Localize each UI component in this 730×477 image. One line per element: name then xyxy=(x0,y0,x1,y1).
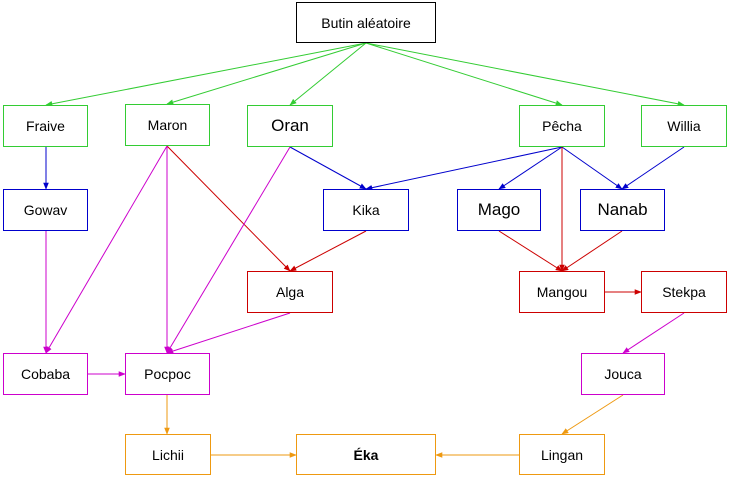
node-label: Oran xyxy=(271,116,309,135)
edge-willia-to-nanab xyxy=(621,146,685,190)
node-oran: Oran xyxy=(247,105,333,147)
node-label: Cobaba xyxy=(20,366,71,382)
node-label: Kika xyxy=(352,202,380,218)
node-stekpa: Stekpa xyxy=(641,271,727,313)
node-label: Willia xyxy=(667,118,701,134)
node-label: Éka xyxy=(353,446,379,463)
edge-jouca-to-lingan xyxy=(561,394,624,435)
node-mago: Mago xyxy=(457,189,541,231)
node-label: Jouca xyxy=(604,366,642,382)
node-label: Mangou xyxy=(536,284,588,300)
edge-butin-to-fraive xyxy=(45,42,367,107)
edge-nanab-to-mangou xyxy=(561,230,623,272)
node-label: Alga xyxy=(275,284,305,300)
node-label: Stekpa xyxy=(662,284,706,300)
edge-oran-to-pocpoc xyxy=(166,146,291,354)
node-gowav: Gowav xyxy=(3,189,88,231)
node-nanab: Nanab xyxy=(580,189,665,231)
node-pocpoc: Pocpoc xyxy=(125,353,210,395)
edge-butin-to-oran xyxy=(289,42,367,106)
node-kika: Kika xyxy=(323,189,409,231)
edge-pecha-to-mago xyxy=(498,146,563,190)
edge-butin-to-willia xyxy=(365,42,685,107)
edge-stekpa-to-jouca xyxy=(622,312,685,354)
node-label: Nanab xyxy=(597,200,648,219)
edge-pecha-to-kika xyxy=(365,146,563,191)
edge-pecha-to-nanab xyxy=(561,146,623,190)
node-cobaba: Cobaba xyxy=(3,353,88,395)
node-label: Lichii xyxy=(152,446,184,463)
node-jouca: Jouca xyxy=(581,353,665,395)
node-maron: Maron xyxy=(125,104,210,146)
node-fraive: Fraive xyxy=(3,105,88,147)
node-butin-aleatoire: Butin aléatoire xyxy=(296,2,436,43)
edge-kika-to-alga xyxy=(289,230,367,272)
node-willia: Willia xyxy=(641,105,727,147)
edge-butin-to-maron xyxy=(166,42,367,105)
node-lingan: Lingan xyxy=(519,434,605,475)
node-pecha: Pêcha xyxy=(519,105,605,147)
edge-mago-to-mangou xyxy=(498,230,563,272)
edge-maron-to-alga xyxy=(166,145,291,272)
node-mangou: Mangou xyxy=(519,271,605,313)
node-lichii: Lichii xyxy=(125,434,211,475)
node-alga: Alga xyxy=(247,271,333,313)
node-label: Fraive xyxy=(26,118,65,134)
edge-oran-to-kika xyxy=(289,146,367,190)
node-label: Pêcha xyxy=(542,118,582,134)
node-label: Butin aléatoire xyxy=(321,14,411,31)
node-eka: Éka xyxy=(296,434,436,475)
edge-alga-to-pocpoc xyxy=(166,312,291,354)
node-label: Mago xyxy=(477,200,521,219)
node-label: Pocpoc xyxy=(144,366,191,382)
edge-butin-to-pecha xyxy=(365,42,563,106)
edge-maron-to-cobaba xyxy=(45,145,168,354)
node-label: Gowav xyxy=(23,202,68,218)
node-label: Maron xyxy=(147,117,188,133)
node-label: Lingan xyxy=(540,446,584,463)
